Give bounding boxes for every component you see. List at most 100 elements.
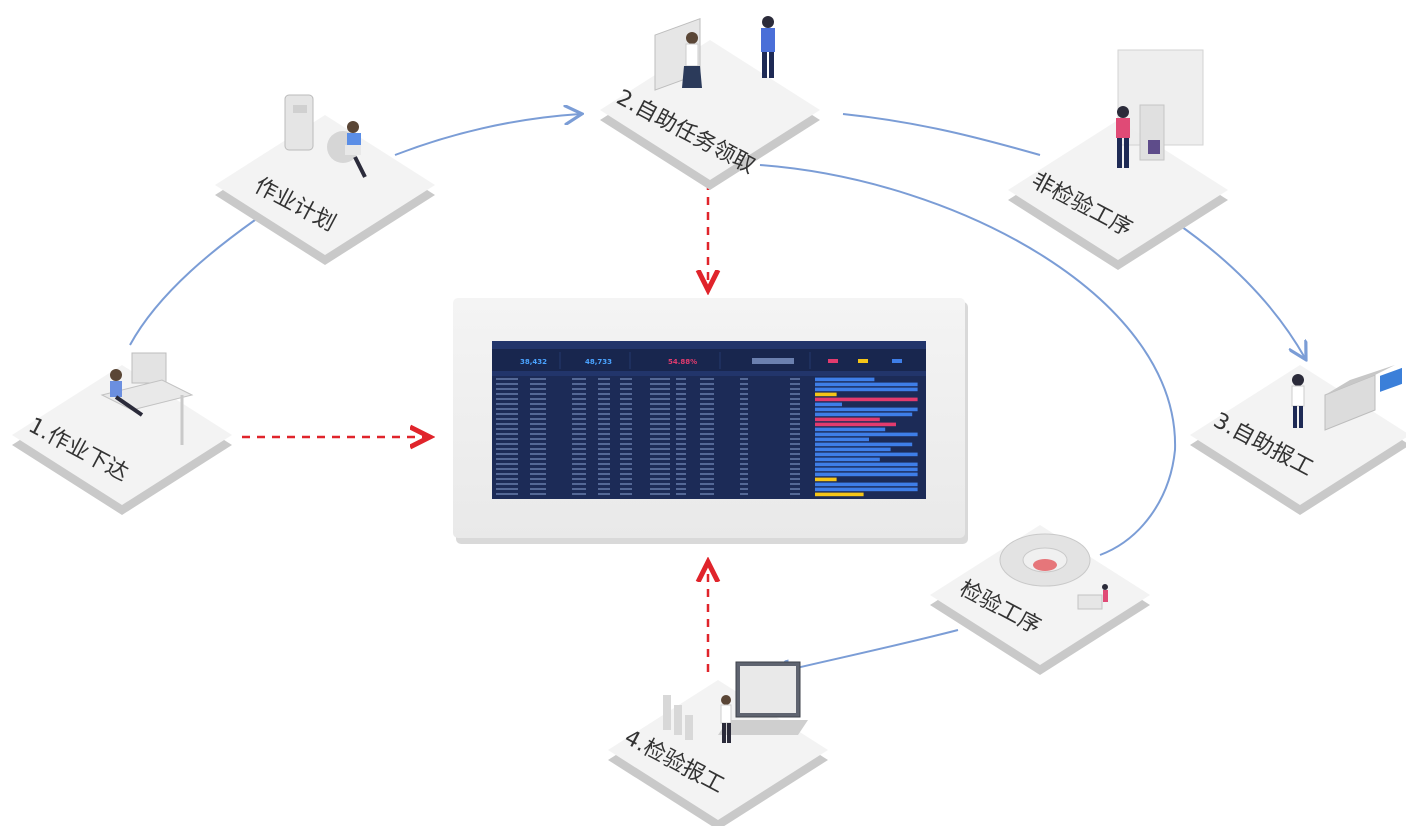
table-cell (700, 398, 714, 400)
illustration-issue (100, 352, 194, 445)
table-cell (790, 443, 800, 445)
table-cell (790, 478, 800, 480)
illustration-noninspect (1116, 49, 1204, 168)
table-cell (530, 433, 546, 435)
dashboard-panel: 38,432 48,733 54.88% (453, 298, 968, 544)
table-cell (572, 458, 586, 460)
table-cell (676, 478, 686, 480)
dashboard-bar (815, 452, 918, 457)
table-cell (572, 378, 586, 380)
table-cell (650, 443, 670, 445)
table-cell (572, 443, 586, 445)
table-cell (530, 478, 546, 480)
table-cell (740, 488, 748, 490)
table-cell (530, 473, 546, 475)
table-cell (676, 403, 686, 405)
table-cell (496, 458, 518, 460)
table-cell (790, 463, 800, 465)
table-cell (650, 483, 670, 485)
dashboard-bar (815, 377, 875, 382)
table-cell (790, 423, 800, 425)
table-cell (496, 403, 518, 405)
table-cell (496, 428, 518, 430)
table-cell (496, 463, 518, 465)
table-cell (598, 393, 610, 395)
table-cell (790, 403, 800, 405)
kpi-value-2: 48,733 (585, 358, 612, 366)
dashboard-bar (815, 422, 896, 427)
table-cell (650, 423, 670, 425)
table-cell (598, 473, 610, 475)
table-cell (740, 378, 748, 380)
table-cell (790, 468, 800, 470)
table-cell (676, 413, 686, 415)
table-cell (700, 408, 714, 410)
table-cell (650, 433, 670, 435)
flow-issue-to-plan (129, 219, 256, 346)
table-cell (650, 403, 670, 405)
dashboard-bar (815, 427, 886, 432)
table-cell (700, 438, 714, 440)
table-cell (620, 428, 632, 430)
tile-issue: 1.作业下达 (12, 352, 232, 515)
table-cell (620, 383, 632, 385)
table-cell (650, 398, 670, 400)
table-cell (530, 463, 546, 465)
table-cell (676, 458, 686, 460)
table-cell (700, 428, 714, 430)
table-cell (700, 383, 714, 385)
table-cell (598, 433, 610, 435)
table-cell (598, 428, 610, 430)
table-cell (620, 418, 632, 420)
table-cell (740, 463, 748, 465)
table-cell (740, 468, 748, 470)
kpi-value-1: 38,432 (520, 358, 547, 366)
table-cell (676, 453, 686, 455)
table-cell (496, 493, 518, 495)
table-cell (740, 428, 748, 430)
table-cell (790, 473, 800, 475)
table-cell (572, 413, 586, 415)
flow-noninspect-to-selfreport (1174, 221, 1305, 358)
illustration-inspect (999, 533, 1108, 610)
dashboard-bar (815, 492, 864, 497)
tile-noninspect: 非检验工序 (1008, 49, 1228, 270)
table-cell (676, 378, 686, 380)
tile-inspectreport: 4.检验报工 (608, 661, 828, 826)
table-cell (740, 493, 748, 495)
table-cell (676, 493, 686, 495)
table-cell (620, 438, 632, 440)
table-cell (700, 493, 714, 495)
table-cell (650, 473, 670, 475)
table-cell (496, 483, 518, 485)
table-cell (650, 488, 670, 490)
table-cell (598, 388, 610, 390)
table-cell (790, 393, 800, 395)
table-cell (620, 408, 632, 410)
table-cell (572, 473, 586, 475)
table-cell (598, 463, 610, 465)
table-cell (530, 443, 546, 445)
table-cell (620, 423, 632, 425)
table-cell (496, 468, 518, 470)
table-cell (598, 448, 610, 450)
table-cell (572, 453, 586, 455)
table-cell (650, 458, 670, 460)
dashboard-bar (815, 432, 918, 437)
table-cell (740, 383, 748, 385)
dashboard-bar (815, 442, 913, 447)
table-cell (740, 398, 748, 400)
table-cell (598, 398, 610, 400)
dashboard-bar (815, 457, 880, 462)
table-cell (598, 418, 610, 420)
table-cell (496, 408, 518, 410)
table-cell (676, 433, 686, 435)
table-cell (700, 388, 714, 390)
table-cell (530, 428, 546, 430)
table-cell (496, 383, 518, 385)
table-cell (740, 403, 748, 405)
table-cell (676, 393, 686, 395)
table-cell (598, 483, 610, 485)
table-cell (496, 418, 518, 420)
